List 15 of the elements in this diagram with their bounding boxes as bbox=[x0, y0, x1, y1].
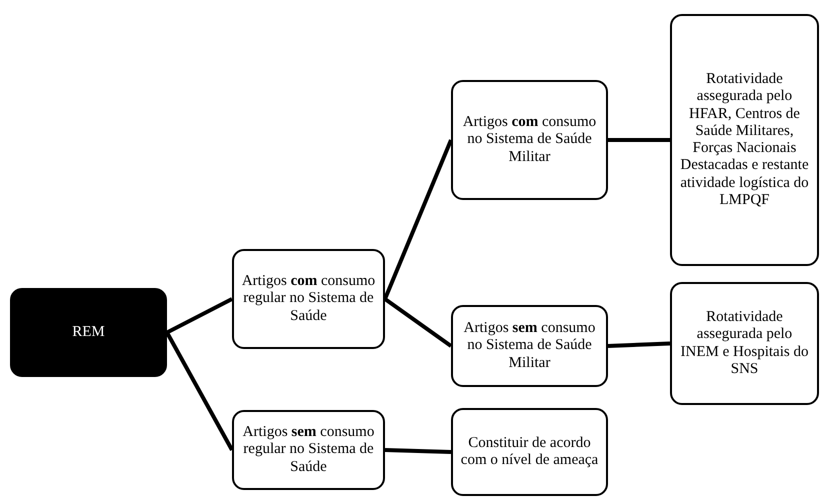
process-box: Constituir de acordo com o nível de ameaça bbox=[451, 408, 608, 496]
connector-line bbox=[166, 297, 233, 334]
connector-line bbox=[383, 139, 453, 300]
connector-line bbox=[384, 297, 452, 348]
connector-line bbox=[384, 448, 452, 454]
process-box: Artigos com consumo regular no Sistema de Saúde bbox=[232, 249, 385, 349]
connector-line bbox=[608, 342, 670, 348]
process-box: Rotatividade assegurada pelo INEM e Hospitais do SNS bbox=[670, 282, 819, 405]
process-box: REM bbox=[10, 288, 167, 377]
process-box: Artigos sem consumo regular no Sistema de Saúde bbox=[232, 410, 385, 490]
process-box: Artigos com consumo no Sistema de Saúde Militar bbox=[451, 80, 608, 200]
process-box: Artigos sem consumo no Sistema de Saúde Militar bbox=[451, 305, 608, 387]
connector-line bbox=[165, 332, 234, 451]
connector-line bbox=[608, 138, 670, 142]
process-box: Rotatividade assegurada pelo HFAR, Centros de Saúde Militares, Forças Nacionais Destacadas e restante atividade logística do LMPQF bbox=[670, 14, 819, 266]
